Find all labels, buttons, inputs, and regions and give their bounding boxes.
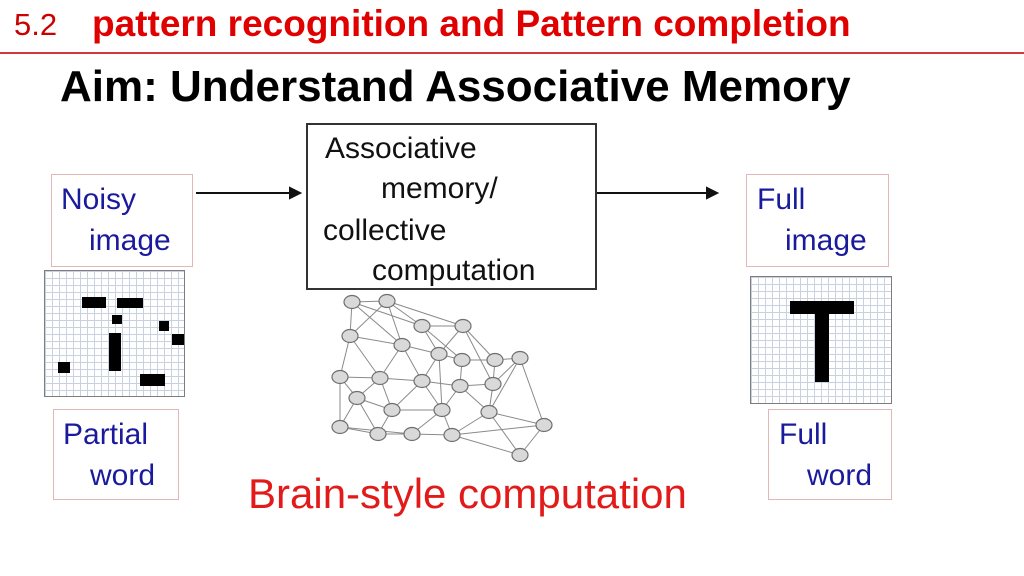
network-edge — [386, 300, 403, 346]
full-word-line1: Full — [779, 418, 828, 451]
network-edge — [451, 434, 521, 456]
network-node — [331, 369, 349, 385]
network-node — [383, 402, 401, 418]
network-node — [369, 426, 387, 442]
network-node — [341, 328, 359, 344]
full-image-line1: Full — [757, 183, 806, 216]
network-node — [511, 350, 529, 366]
network-edge — [349, 335, 381, 379]
noisy-image-label: Noisy image — [51, 174, 193, 267]
network-node — [486, 352, 504, 368]
network-node — [348, 390, 366, 406]
noise-block — [58, 362, 70, 373]
network-edge — [351, 301, 423, 327]
network-node — [403, 426, 421, 442]
full-image-label: Full image — [746, 174, 889, 267]
noise-block — [82, 297, 106, 308]
noisy-pattern-grid — [44, 270, 185, 397]
network-node — [484, 376, 502, 392]
network-edge — [488, 411, 545, 426]
network-edge — [421, 325, 463, 361]
noise-block — [109, 333, 121, 371]
network-node — [371, 370, 389, 386]
network-node — [511, 447, 529, 463]
section-number: 5.2 — [14, 7, 58, 42]
network-node — [331, 419, 349, 435]
network-edge — [349, 300, 388, 337]
noise-block — [117, 298, 143, 308]
memory-line-4: computation — [372, 254, 536, 287]
noise-block — [112, 315, 122, 324]
network-edge — [438, 353, 443, 411]
network-edge — [462, 325, 494, 385]
noisy-image-line1: Noisy — [61, 183, 137, 216]
full-pattern-grid — [750, 276, 892, 404]
section-title: pattern recognition and Pattern completi… — [92, 3, 851, 44]
partial-word-line2: word — [90, 459, 156, 492]
network-edge — [451, 424, 545, 436]
network-node — [451, 378, 469, 394]
noise-block — [140, 374, 165, 386]
t-crossbar — [790, 301, 854, 314]
output-arrow-head — [706, 186, 720, 200]
network-edge — [488, 357, 521, 413]
brain-style-caption: Brain-style computation — [248, 470, 687, 517]
network-node — [430, 346, 448, 362]
t-stem — [815, 314, 829, 382]
network-edge — [351, 301, 403, 346]
network-node — [378, 293, 396, 309]
partial-word-line1: Partial — [63, 418, 149, 451]
network-node — [343, 294, 361, 310]
network-node — [413, 318, 431, 334]
input-arrow-head — [289, 186, 303, 200]
network-node — [393, 337, 411, 353]
memory-line-2: memory/ — [381, 172, 498, 205]
full-word-line2: word — [807, 459, 873, 492]
noisy-image-line2: image — [89, 224, 171, 257]
noise-block — [159, 321, 169, 331]
network-node — [453, 352, 471, 368]
noise-block — [172, 334, 184, 345]
network-node — [413, 373, 431, 389]
network-edge — [519, 357, 545, 426]
associative-memory-box: Associative memory/ collective computati… — [306, 123, 597, 290]
slide-header: 5.2 pattern recognition and Pattern comp… — [0, 0, 1024, 54]
network-edge — [462, 325, 496, 361]
network-edge — [386, 300, 464, 327]
network-node — [454, 318, 472, 334]
memory-line-3: collective — [323, 214, 447, 247]
network-edge — [349, 335, 403, 346]
aim-heading: Aim: Understand Associative Memory — [60, 62, 851, 111]
full-word-label: Full word — [768, 409, 892, 500]
network-node — [433, 402, 451, 418]
network-node — [535, 417, 553, 433]
header-divider — [0, 52, 1024, 54]
partial-word-label: Partial word — [53, 409, 179, 500]
network-edge — [488, 411, 521, 456]
memory-line-1: Associative — [325, 132, 477, 165]
network-node — [443, 427, 461, 443]
full-image-line2: image — [785, 224, 867, 257]
network-node — [480, 404, 498, 420]
